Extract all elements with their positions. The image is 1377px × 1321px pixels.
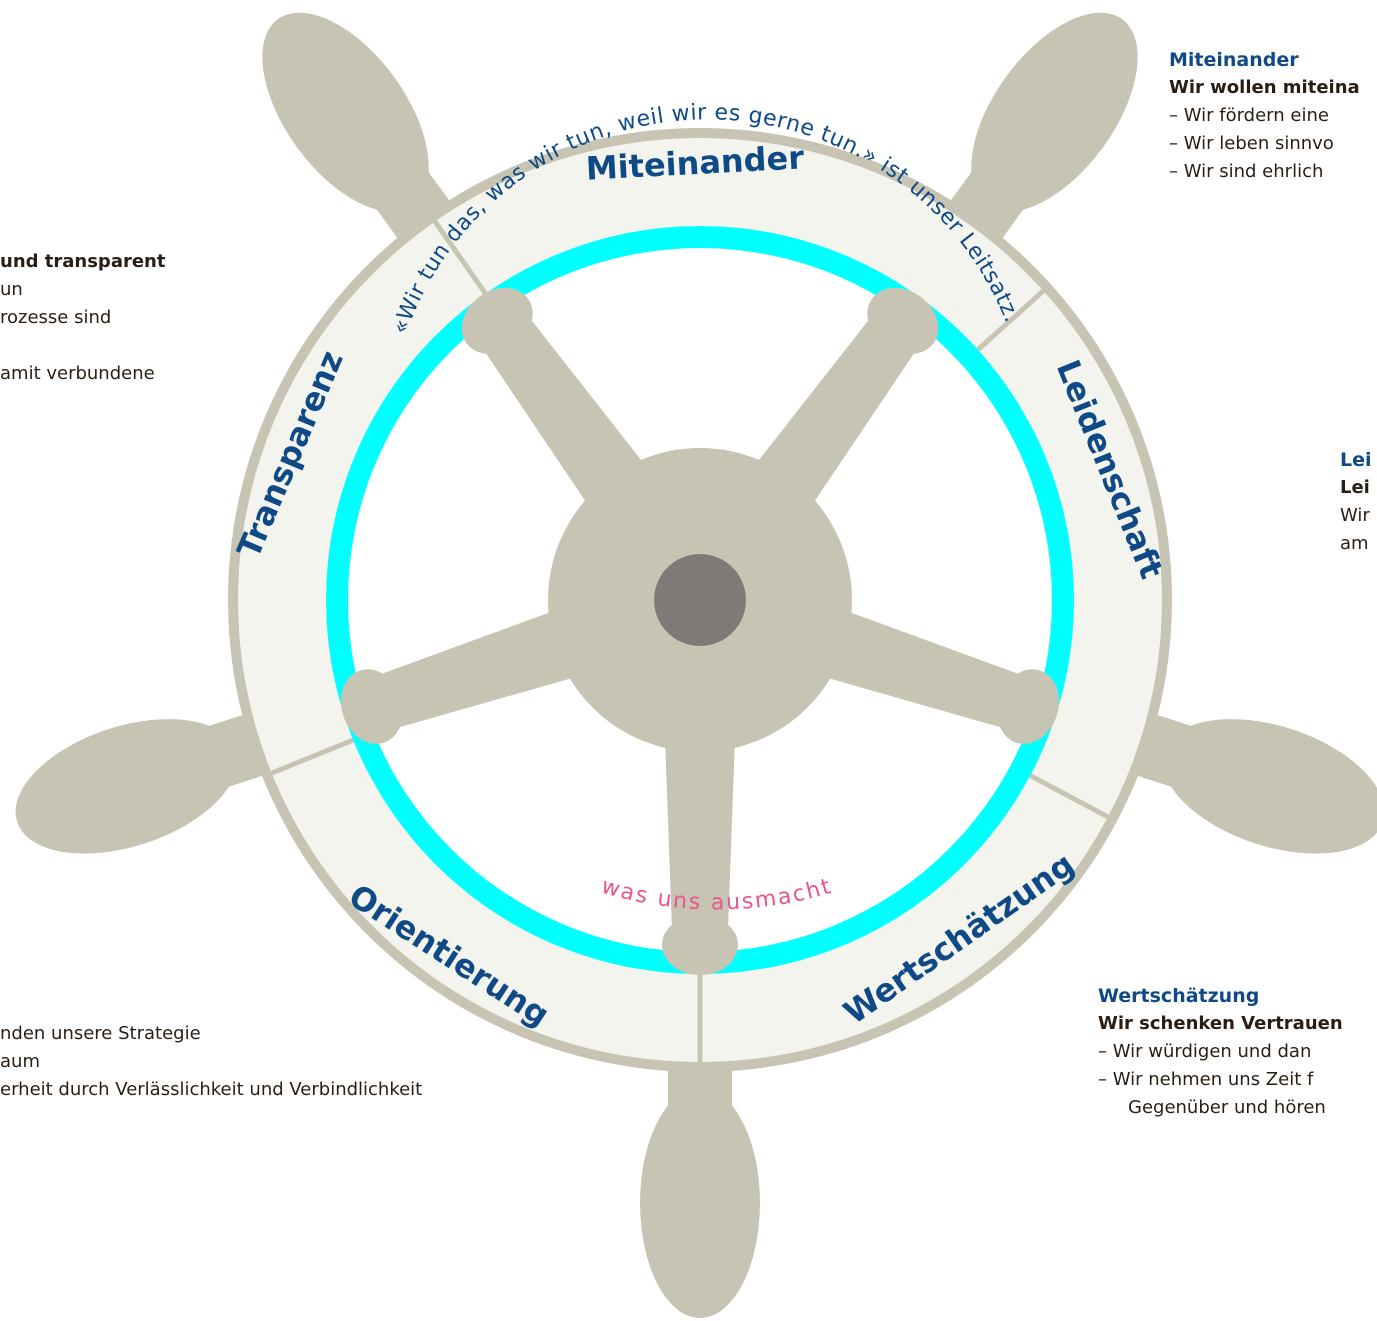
segment-divider <box>270 737 355 776</box>
segment-divider <box>976 289 1046 352</box>
inner-spoke-collar <box>461 287 533 354</box>
panel-line: nden unsere Strategie <box>0 1023 201 1044</box>
panel-line: amit verbundene <box>0 363 155 384</box>
spoke-handle <box>15 719 238 854</box>
panel-heading: Lei <box>1340 449 1372 471</box>
spoke-handle <box>640 1088 760 1318</box>
list-item: – Wir sind ehrlich <box>1169 161 1324 182</box>
panel-line: erheit durch Verlässlichkeit und Verbind… <box>0 1079 423 1100</box>
panel-subheading: Lei <box>1340 477 1370 498</box>
inner-spoke-collar <box>867 287 939 354</box>
inner-spoke-collar <box>662 915 738 975</box>
panel-leidenschaft: Lei Lei Wir am <box>1340 446 1372 558</box>
list-item: Gegenüber und hören <box>1128 1097 1326 1118</box>
panel-heading: Miteinander <box>1169 49 1299 71</box>
panel-transparenz: und transparent un rozesse sind amit ver… <box>0 248 165 388</box>
panel-line: am <box>1340 533 1369 554</box>
list-item: – Wir nehmen uns Zeit f <box>1098 1069 1314 1090</box>
panel-line: un <box>0 279 23 300</box>
panel-subheading: Wir schenken Vertrauen <box>1098 1013 1343 1034</box>
spoke-handle <box>262 12 429 212</box>
inner-spoke-collar <box>341 669 403 744</box>
spoke-handle <box>1162 719 1377 854</box>
panel-line: Wir <box>1340 505 1370 526</box>
panel-miteinander: Miteinander Wir wollen miteina – Wir för… <box>1169 46 1360 186</box>
wheel-hub-center <box>654 554 746 646</box>
panel-subheading: Wir wollen miteina <box>1169 77 1360 98</box>
panel-line: rozesse sind <box>0 307 112 328</box>
panel-wertschaetzung: Wertschätzung Wir schenken Vertrauen – W… <box>1098 982 1343 1122</box>
segment-divider <box>1029 773 1110 820</box>
list-item: – Wir leben sinnvo <box>1169 133 1334 154</box>
panel-line: aum <box>0 1051 40 1072</box>
list-item: – Wir fördern eine <box>1169 105 1329 126</box>
list-item: – Wir würdigen und dan <box>1098 1041 1312 1062</box>
panel-heading: Wertschätzung <box>1098 985 1260 1007</box>
spoke-handle <box>971 12 1138 212</box>
panel-orientierung: nden unsere Strategie aum erheit durch V… <box>0 1020 422 1104</box>
segment-divider <box>432 220 488 296</box>
segment-dividers <box>270 220 1110 1062</box>
inner-spoke-collar <box>997 669 1059 744</box>
panel-subheading: und transparent <box>0 251 166 272</box>
